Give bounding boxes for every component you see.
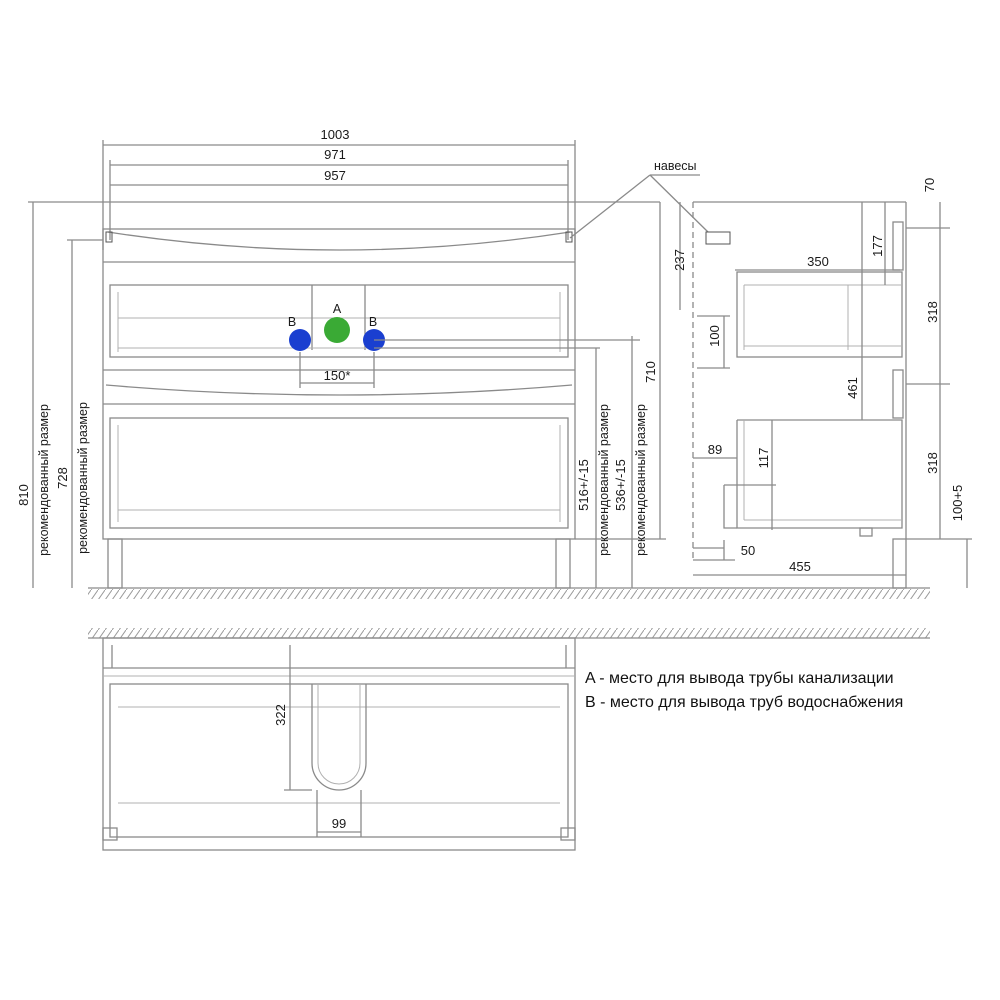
plan-drawer bbox=[109, 683, 569, 838]
dim-350-label: 350 bbox=[807, 254, 829, 269]
dim-70-label: 70 bbox=[922, 178, 937, 192]
height-536-label: 536+/-15 bbox=[613, 459, 628, 511]
height-710-label: 710 bbox=[643, 361, 658, 383]
dim-237-label: 237 bbox=[672, 249, 687, 271]
height-516-label: 516+/-15 bbox=[576, 459, 591, 511]
wall-hatch bbox=[88, 628, 930, 638]
marker-a-label: A bbox=[333, 302, 342, 316]
legend-line-a: A - место для вывода трубы канализации bbox=[585, 670, 894, 687]
floor-hatch bbox=[88, 589, 930, 599]
pipe-b-left-marker bbox=[289, 329, 311, 351]
width-971-label: 971 bbox=[324, 147, 346, 162]
hinges-label: навесы bbox=[654, 159, 697, 173]
front-view: 1003 971 957 150* A B B 810 рекомендован… bbox=[16, 127, 930, 599]
basin-top-curve bbox=[107, 231, 571, 251]
recommended-label-1: рекомендованный размер bbox=[37, 404, 51, 556]
hinge-left bbox=[105, 231, 113, 243]
plan-outline bbox=[102, 637, 576, 851]
width-1003-label: 1003 bbox=[321, 127, 350, 142]
width-957-label: 957 bbox=[324, 168, 346, 183]
side-view: навесы bbox=[569, 159, 972, 589]
side-top-drawer bbox=[736, 271, 903, 358]
top-drawer bbox=[109, 284, 569, 358]
cabinet-outline bbox=[102, 228, 576, 540]
dim-177-label: 177 bbox=[870, 235, 885, 257]
height-810-label: 810 bbox=[16, 484, 31, 506]
height-728-label: 728 bbox=[55, 467, 70, 489]
siphon-cutout bbox=[311, 684, 367, 791]
left-leg bbox=[107, 538, 123, 589]
marker-b-right-label: B bbox=[369, 315, 377, 329]
dim-322-label: 322 bbox=[273, 704, 288, 726]
legend: A - место для вывода трубы канализации B… bbox=[585, 670, 903, 711]
spacing-150-label: 150* bbox=[324, 368, 351, 383]
recommended-label-2: рекомендованный размер bbox=[76, 402, 90, 554]
plan-view: 322 99 bbox=[88, 628, 930, 851]
dim-100-5-label: 100+5 bbox=[950, 485, 965, 522]
dim-318-bottom-label: 318 bbox=[925, 452, 940, 474]
marker-b-left-label: B bbox=[288, 315, 296, 329]
recommended-label-4: рекомендованный размер bbox=[634, 404, 648, 556]
recommended-label-3: рекомендованный размер bbox=[597, 404, 611, 556]
dim-455-label: 455 bbox=[789, 559, 811, 574]
side-bottom-drawer bbox=[736, 419, 903, 529]
hinge-bracket bbox=[705, 231, 731, 245]
dim-50-label: 50 bbox=[741, 543, 755, 558]
dim-461-label: 461 bbox=[845, 377, 860, 399]
legend-line-b: B - место для вывода труб водоснабжения bbox=[585, 694, 903, 711]
dim-318-top-label: 318 bbox=[925, 301, 940, 323]
bottom-drawer bbox=[109, 417, 569, 529]
right-leg bbox=[555, 538, 571, 589]
dim-117-label: 117 bbox=[756, 448, 771, 469]
dim-99-label: 99 bbox=[332, 816, 346, 831]
dim-100-label: 100 bbox=[707, 325, 722, 347]
basin-bottom-curve bbox=[105, 384, 573, 396]
pipe-a-marker bbox=[324, 317, 350, 343]
dim-89-label: 89 bbox=[708, 442, 722, 457]
